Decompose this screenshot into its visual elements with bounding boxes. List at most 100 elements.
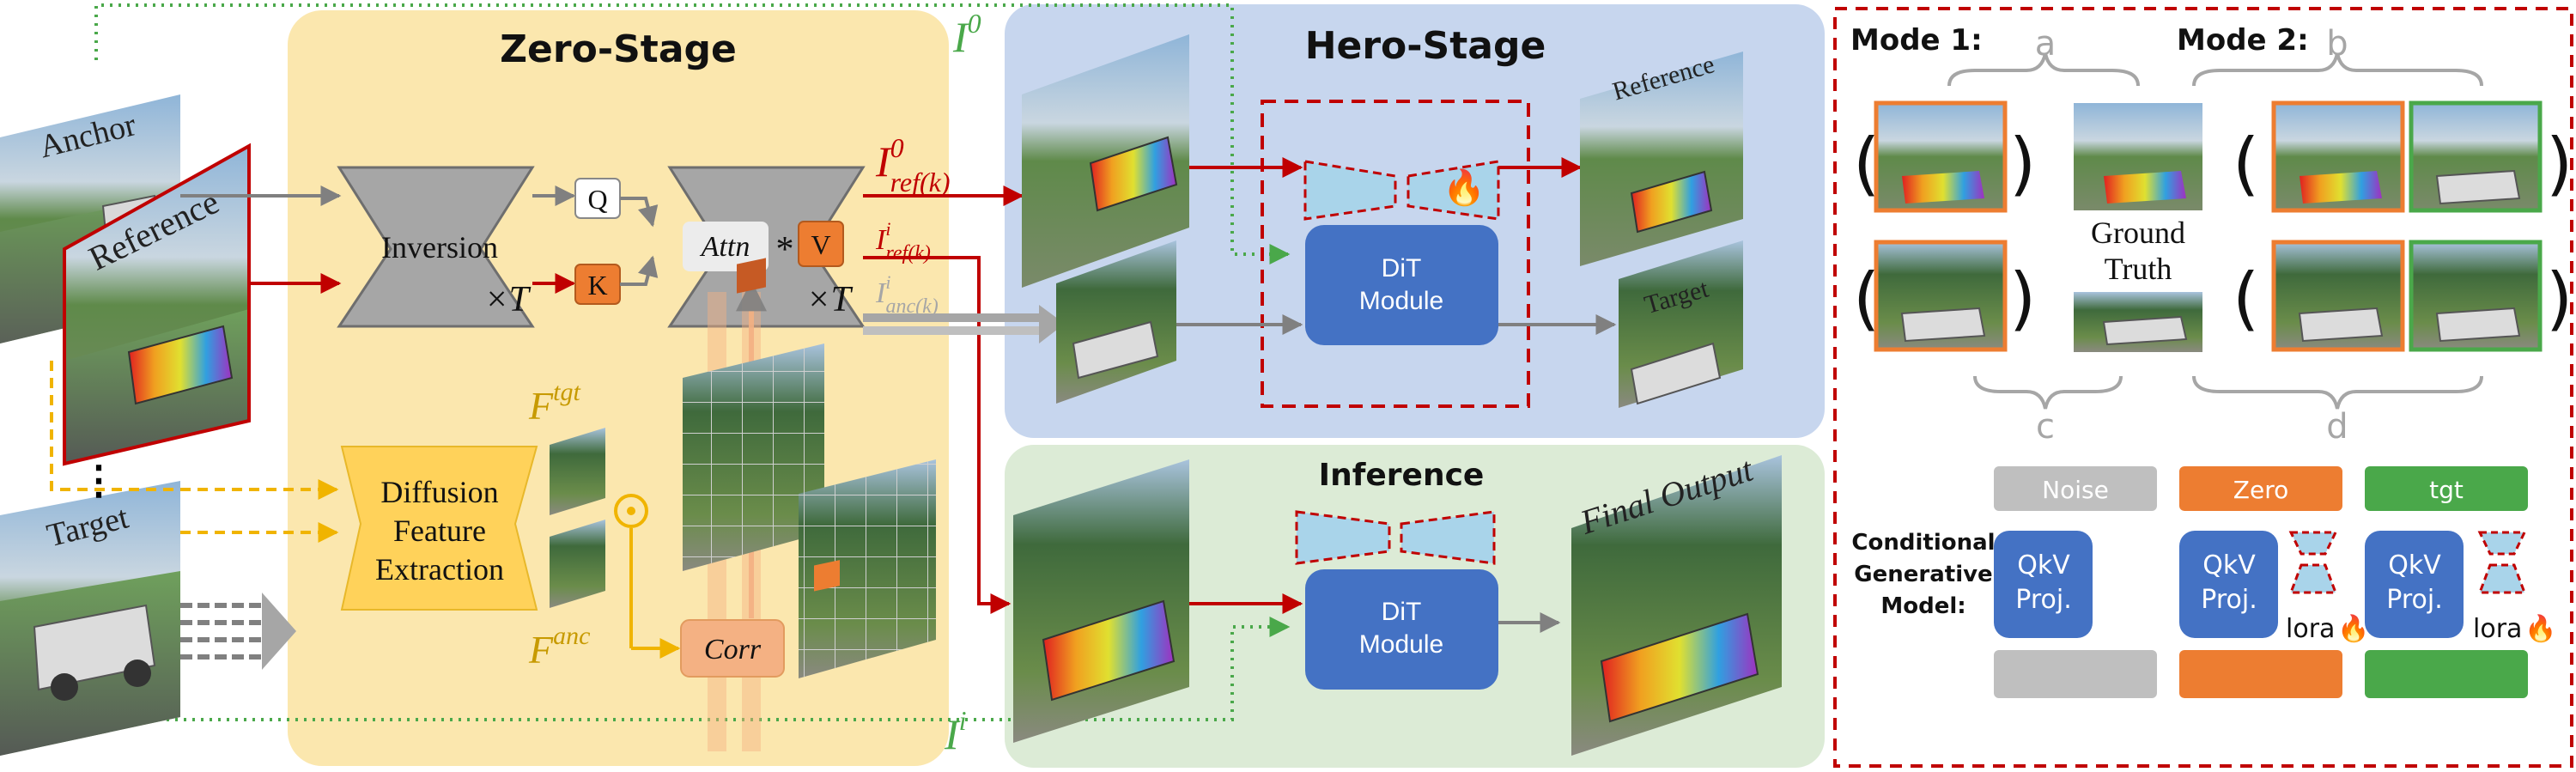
inference-title: Inference bbox=[1319, 458, 1485, 493]
f-anc-label: Fanc bbox=[528, 622, 590, 672]
dfe-line1: Diffusion bbox=[380, 475, 498, 509]
zero-bar bbox=[2179, 466, 2342, 511]
mode2-paren-open-top: ( bbox=[2233, 124, 2259, 204]
noise-label: Noise bbox=[2042, 476, 2109, 504]
hero-target-output-image: Target bbox=[1619, 240, 1743, 408]
hadamard-dot bbox=[627, 507, 635, 515]
i0-label: I0 bbox=[952, 8, 981, 61]
brace-b bbox=[2192, 52, 2483, 87]
target-multi-arrow bbox=[180, 593, 296, 670]
tgt-bar bbox=[2365, 466, 2528, 511]
hero-fire-icon: 🔥 bbox=[1443, 167, 1485, 207]
diffusion-feature-extraction-block bbox=[340, 446, 538, 611]
inversion-label: Inversion bbox=[381, 230, 498, 264]
inference-dit-line2: Module bbox=[1359, 630, 1443, 659]
i0-dotted-line bbox=[94, 3, 1291, 264]
brace-c-label: c bbox=[2036, 407, 2055, 447]
mode2-paren-close-bottom: ) bbox=[2546, 258, 2573, 338]
qkv-proj-1-line2: Proj. bbox=[2015, 585, 2071, 615]
brace-b-label: b bbox=[2326, 24, 2348, 64]
qkv-proj-box-1 bbox=[1994, 531, 2093, 638]
noise-bar bbox=[1994, 466, 2157, 511]
ellipsis-dots: ⋮ bbox=[79, 458, 118, 502]
mode2-label: Mode 2: bbox=[2177, 23, 2309, 58]
lora-fire-icon-zero: 🔥 bbox=[2337, 613, 2369, 643]
hero-lora-dashed-box bbox=[1261, 100, 1530, 408]
q-to-attn-arrow bbox=[620, 197, 659, 228]
hero-reference-input-image bbox=[1022, 34, 1189, 288]
hero-stage-title: Hero-Stage bbox=[1305, 24, 1546, 68]
v-label: V bbox=[811, 229, 830, 260]
qkv-proj-1-line1: QkV bbox=[2017, 550, 2070, 581]
mode2-anchor-car bbox=[2298, 307, 2384, 343]
hero-dit-line1: DiT bbox=[1382, 254, 1422, 283]
cond-line1: Conditional bbox=[1851, 530, 1995, 556]
lora-adapter-zero bbox=[2288, 531, 2338, 594]
brace-a bbox=[1947, 52, 2140, 87]
brace-a-label: a bbox=[2035, 24, 2057, 64]
target-image: Target bbox=[0, 481, 180, 756]
lora-adapter-tgt bbox=[2477, 531, 2527, 594]
attention-times-t: ×T bbox=[806, 280, 853, 319]
inversion-times-t: ×T bbox=[484, 280, 531, 319]
tgt-bottom-bar bbox=[2365, 650, 2528, 698]
dfe-line2: Feature bbox=[393, 514, 486, 548]
mode1-paren-close-bottom: ) bbox=[2009, 258, 2036, 338]
f-anc-feature-image bbox=[550, 520, 605, 608]
qkv-proj-3-line2: Proj. bbox=[2386, 585, 2442, 615]
f-tgt-label: Ftgt bbox=[528, 378, 580, 428]
ii-dotted-line bbox=[94, 617, 1291, 721]
ground-truth-top-car bbox=[2104, 171, 2186, 204]
inference-lora-adapter bbox=[1295, 510, 1496, 565]
mode2-target-car-top bbox=[2435, 169, 2521, 205]
ground-truth-bottom-car bbox=[2102, 315, 2188, 346]
zero-bottom-bar bbox=[2179, 650, 2342, 698]
anc-output-gray-arrow bbox=[863, 305, 1065, 343]
qkv-proj-2-line1: QkV bbox=[2202, 550, 2256, 581]
mode2-paren-close-top: ) bbox=[2546, 124, 2573, 204]
mode2-reference-car bbox=[2300, 171, 2382, 204]
qkv-proj-box-3 bbox=[2365, 531, 2464, 638]
modes-panel bbox=[1833, 7, 2573, 768]
inference-dit-line1: DiT bbox=[1382, 598, 1422, 626]
attn-star: * bbox=[776, 230, 794, 270]
hadamard-circle bbox=[614, 494, 648, 528]
hero-reference-output-image: Reference bbox=[1580, 50, 1743, 266]
k-label: K bbox=[587, 270, 607, 301]
attn-box bbox=[683, 222, 769, 271]
corr-box bbox=[680, 619, 785, 678]
hero-dit-line2: Module bbox=[1359, 287, 1443, 315]
tgt-label: tgt bbox=[2429, 476, 2464, 504]
mode1-anchor-car bbox=[1900, 307, 1986, 343]
ground-truth-line1: Ground bbox=[2091, 216, 2185, 250]
mode1-paren-close-top: ) bbox=[2009, 124, 2036, 204]
qkv-proj-3-line1: QkV bbox=[2388, 550, 2441, 581]
dfe-line3: Extraction bbox=[375, 552, 504, 587]
lora-label-zero: lora bbox=[2286, 614, 2335, 644]
q-label: Q bbox=[587, 184, 607, 215]
brace-d-label: d bbox=[2326, 407, 2348, 447]
refi-output-arrow bbox=[863, 256, 1012, 614]
ground-truth-line2: Truth bbox=[2105, 252, 2172, 286]
hero-dit-module bbox=[1305, 225, 1498, 345]
mode2-target-car-bottom bbox=[2435, 307, 2521, 343]
f-tgt-feature-image bbox=[550, 428, 605, 515]
k-to-attn-arrow bbox=[620, 255, 659, 286]
inference-input-image bbox=[1013, 459, 1189, 743]
attention-grid-image bbox=[683, 258, 824, 571]
inversion-block bbox=[337, 166, 535, 328]
zero-label: Zero bbox=[2233, 476, 2288, 504]
qkv-proj-box-2 bbox=[2179, 531, 2278, 638]
lora-label-tgt: lora bbox=[2473, 614, 2522, 644]
hero-anchor-input-image bbox=[1056, 240, 1176, 404]
cond-line3: Model: bbox=[1880, 593, 1965, 619]
inference-dit-module bbox=[1305, 569, 1498, 690]
brace-d bbox=[2192, 375, 2483, 410]
brace-c bbox=[1973, 375, 2123, 410]
final-output-image: Final Output bbox=[1571, 449, 1782, 756]
reference-to-dfe-dashed bbox=[50, 361, 339, 500]
corr-label: Corr bbox=[704, 634, 762, 666]
